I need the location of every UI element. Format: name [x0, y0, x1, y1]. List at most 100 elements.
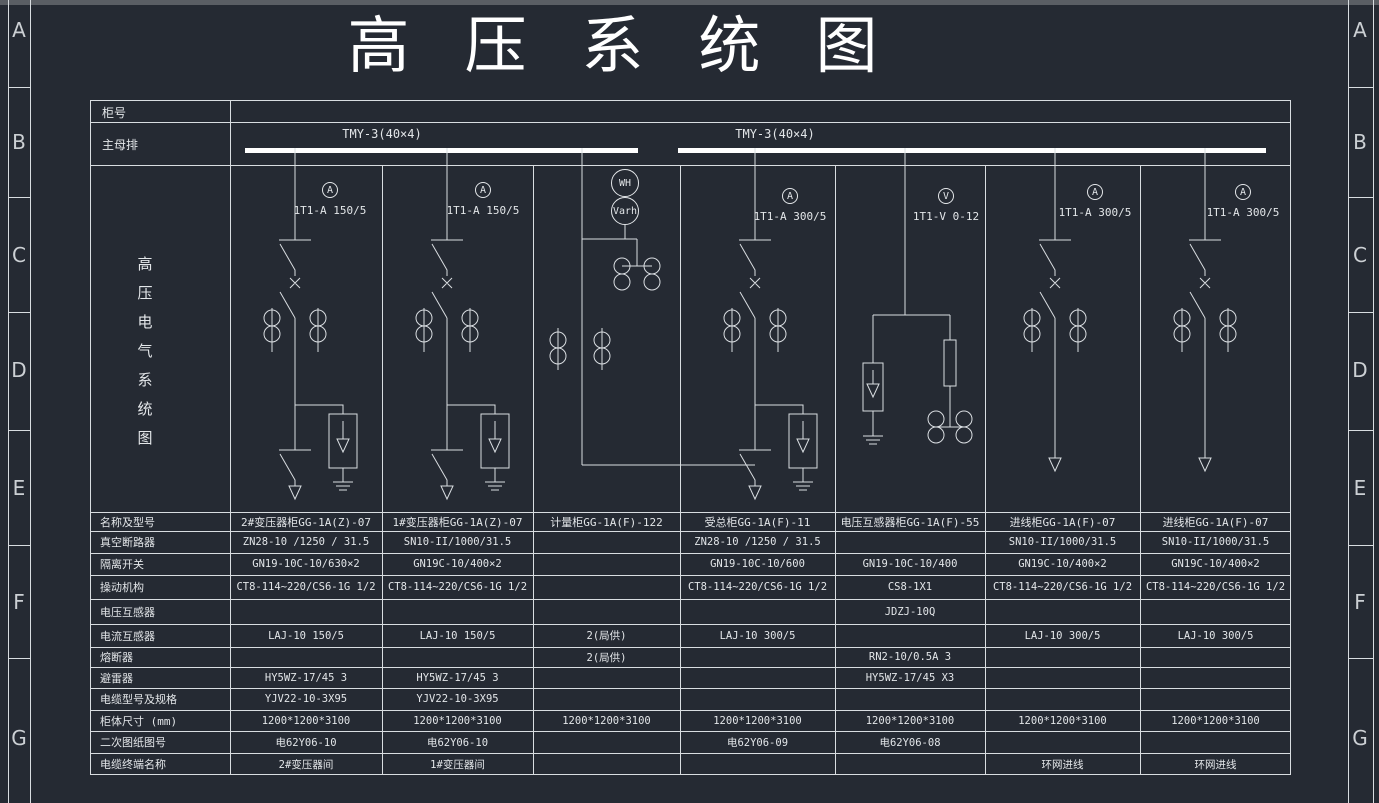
ammeter-icon: A: [322, 182, 338, 198]
spec-cell: 1#变压器柜GG-1A(Z)-07: [392, 515, 523, 529]
spec-cell: LAJ-10 150/5: [268, 629, 344, 642]
spec-row-label: 二次图纸图号: [100, 736, 166, 749]
zone-divider: [8, 658, 30, 659]
ammeter-icon: A: [475, 182, 491, 198]
spec-cell: CT8-114~220/CS6-1G 1/2: [687, 581, 828, 593]
zone-divider: [8, 545, 30, 546]
zone-letter: B: [1353, 130, 1367, 154]
ammeter-icon: A: [1235, 184, 1251, 200]
grid-vline: [680, 165, 681, 775]
grid-hline: [90, 710, 1291, 711]
grid-hline: [90, 647, 1291, 648]
diagram-vertical-label: 高压电气系统图: [137, 255, 153, 447]
spec-cell: SN10-II/1000/31.5: [1008, 536, 1117, 548]
grid-vline: [1140, 165, 1141, 775]
grid-vline: [382, 165, 383, 775]
zone-letter: C: [12, 243, 26, 267]
table-frame: [90, 100, 1291, 775]
zone-divider: [8, 430, 30, 431]
meter-ratio-label: 1T1-V 0-12: [912, 210, 980, 223]
spec-cell: LAJ-10 300/5: [1177, 629, 1254, 642]
spec-cell: 进线柜GG-1A(F)-07: [1162, 515, 1269, 529]
zone-divider: [1348, 430, 1373, 431]
spec-cell: 电62Y06-10: [426, 736, 489, 749]
spec-cell: 受总柜GG-1A(F)-11: [704, 515, 811, 529]
grid-vline: [533, 165, 534, 775]
spec-row-label: 电流互感器: [100, 629, 155, 643]
grid-vline: [835, 165, 836, 775]
spec-cell: 电压互感器柜GG-1A(F)-55: [840, 515, 980, 529]
spec-row-label: 熔断器: [100, 651, 133, 664]
spec-cell: CT8-114~220/CS6-1G 1/2: [387, 581, 528, 593]
busbar-label-left: TMY-3(40×4): [342, 127, 422, 141]
varh-meter-icon: Varh: [611, 197, 639, 225]
main-busbar-right: [678, 148, 1266, 153]
spec-cell: YJV22-10-3X95: [416, 693, 499, 705]
spec-cell: CS8-1X1: [887, 581, 933, 593]
zone-letter: A: [1353, 18, 1367, 42]
zone-divider: [1348, 658, 1373, 659]
spec-cell: 1200*1200*3100: [1018, 714, 1107, 727]
spec-cell: 2#变压器间: [278, 758, 334, 771]
zone-letter: E: [1353, 476, 1367, 500]
drawing-title: 高压系统图: [347, 9, 933, 82]
spec-cell: HY5WZ-17/45 X3: [865, 671, 955, 684]
single-line-diagram: [263, 148, 1237, 501]
grid-vline: [230, 100, 231, 775]
spec-cell: HY5WZ-17/45 3: [264, 671, 348, 684]
grid-hline: [90, 667, 1291, 668]
circuit-area: [230, 148, 1291, 512]
ammeter-icon: A: [782, 188, 798, 204]
spec-row-label: 操动机构: [100, 581, 144, 594]
zone-divider: [8, 312, 30, 313]
ammeter-icon: A: [1087, 184, 1103, 200]
border-line: [30, 0, 31, 803]
grid-vline: [985, 165, 986, 775]
spec-cell: GN19-10C-10/400: [862, 558, 958, 570]
grid-hline: [90, 753, 1291, 754]
spec-cell: YJV22-10-3X95: [264, 693, 348, 705]
spec-row-label: 隔离开关: [100, 558, 144, 571]
spec-cell: GN19-10C-10/630×2: [252, 558, 360, 570]
meter-ratio-label: 1T1-A 300/5: [1058, 206, 1132, 219]
zone-letter: D: [11, 358, 27, 382]
spec-cell: CT8-114~220/CS6-1G 1/2: [992, 581, 1133, 593]
zone-letter: A: [12, 18, 26, 42]
spec-cell: 1200*1200*3100: [261, 714, 351, 727]
zone-letter: F: [1354, 590, 1366, 614]
spec-cell: HY5WZ-17/45 3: [416, 671, 499, 684]
spec-cell: 进线柜GG-1A(F)-07: [1009, 515, 1116, 529]
spec-cell: 1200*1200*3100: [713, 714, 802, 727]
zone-letter: E: [12, 476, 26, 500]
spec-cell: SN10-II/1000/31.5: [1161, 536, 1270, 548]
spec-cell: GN19C-10/400×2: [413, 558, 502, 570]
zone-divider: [8, 87, 30, 88]
spec-cell: 1200*1200*3100: [562, 714, 651, 727]
cabinet-row-label: 柜号: [102, 106, 127, 120]
spec-cell: LAJ-10 300/5: [1024, 629, 1101, 642]
zone-divider: [1348, 545, 1373, 546]
spec-cell: RN2-10/0.5A 3: [868, 651, 952, 663]
spec-cell: LAJ-10 150/5: [419, 629, 496, 642]
meter-ratio-label: 1T1-A 300/5: [753, 210, 827, 223]
spec-cell: 环网进线: [1041, 758, 1084, 771]
spec-cell: SN10-II/1000/31.5: [403, 536, 512, 548]
zone-divider: [1348, 197, 1373, 198]
spec-cell: 电62Y06-09: [726, 736, 789, 749]
zone-divider: [1348, 312, 1373, 313]
zone-letter: B: [12, 130, 26, 154]
spec-cell: JDZJ-10Q: [884, 605, 936, 618]
zone-divider: [8, 197, 30, 198]
grid-hline: [90, 512, 1291, 513]
zone-letter: F: [13, 590, 25, 614]
spec-cell: 1200*1200*3100: [413, 714, 502, 727]
grid-hline: [90, 688, 1291, 689]
spec-cell: 2#变压器柜GG-1A(Z)-07: [240, 515, 372, 529]
grid-hline: [90, 165, 1291, 166]
spec-cell: 计量柜GG-1A(F)-122: [550, 515, 663, 529]
spec-cell: 1200*1200*3100: [865, 714, 955, 727]
spec-cell: GN19C-10/400×2: [1171, 558, 1260, 570]
zone-letter: D: [1352, 358, 1368, 382]
wh-meter-icon: WH: [611, 169, 639, 197]
